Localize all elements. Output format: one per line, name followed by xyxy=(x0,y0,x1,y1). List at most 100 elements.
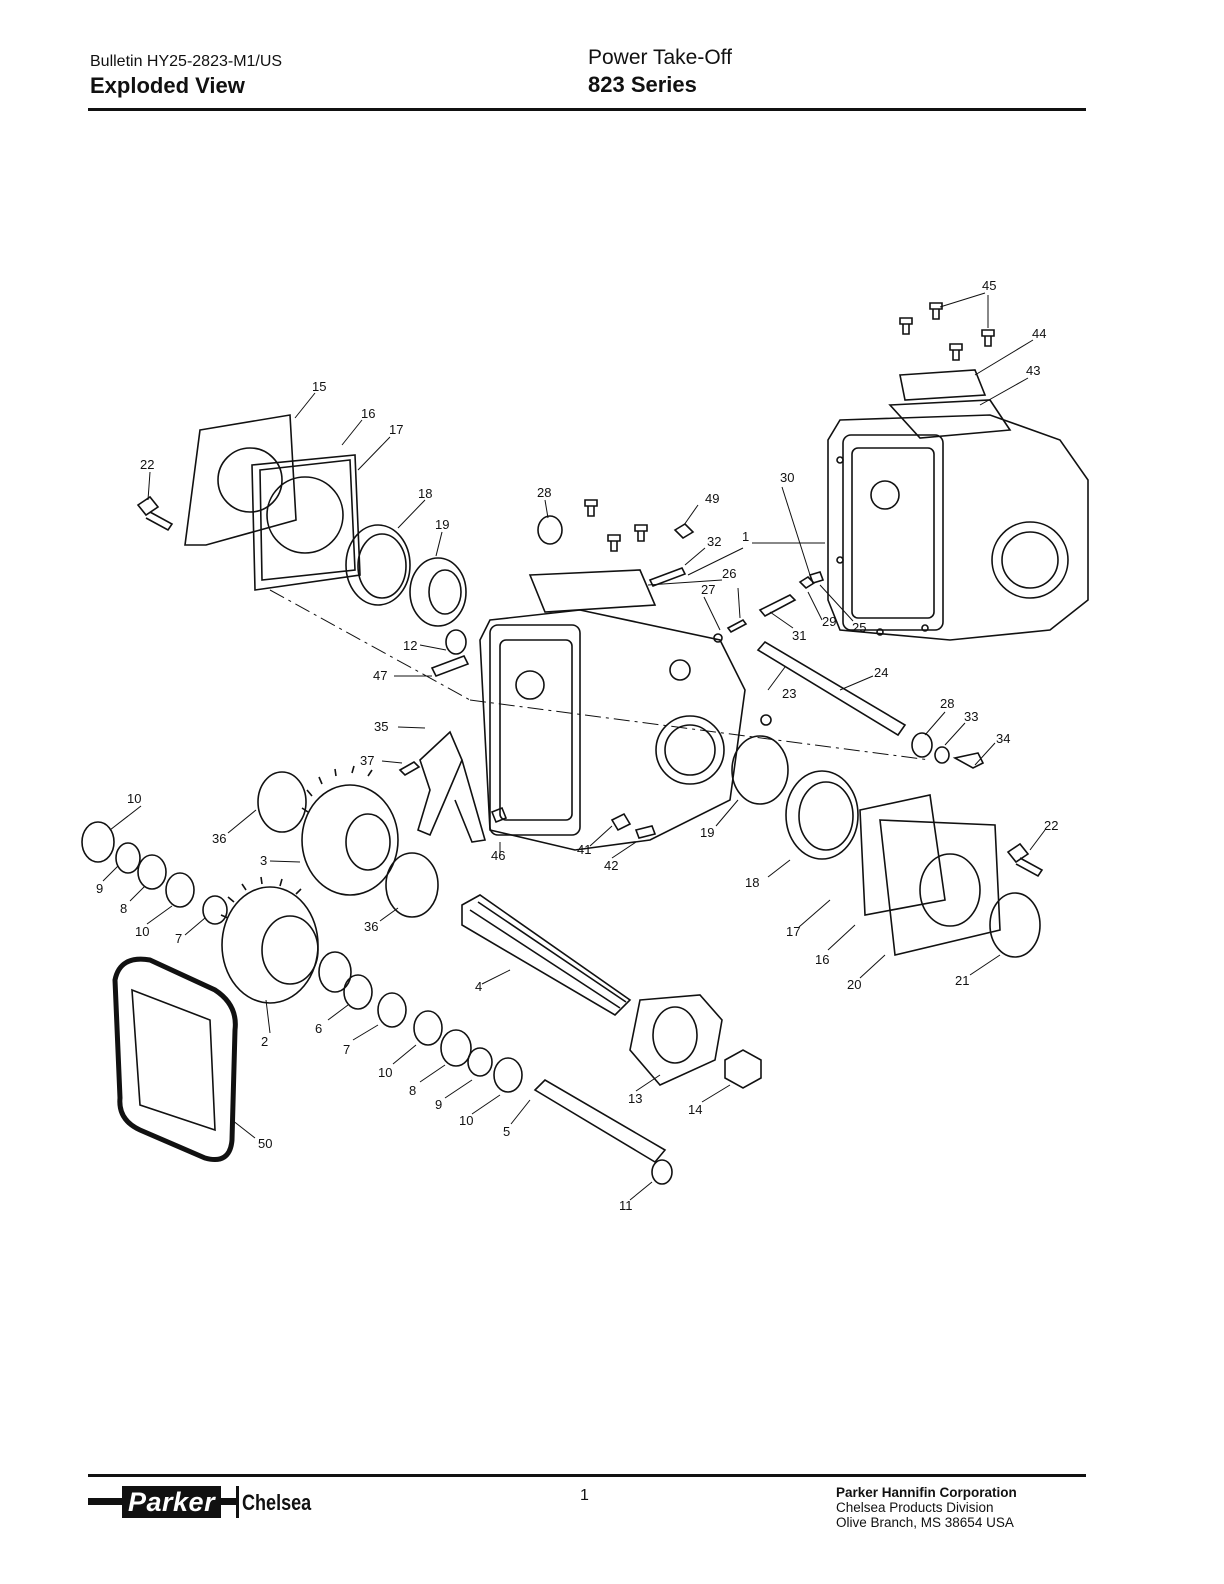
callout-29: 29 xyxy=(822,614,836,629)
callout-31: 31 xyxy=(792,628,806,643)
callout-36a: 36 xyxy=(212,831,226,846)
callout-17a: 17 xyxy=(389,422,403,437)
callout-16b: 16 xyxy=(815,952,829,967)
callout-24: 24 xyxy=(874,665,888,680)
callout-17b: 17 xyxy=(786,924,800,939)
callout-1: 1 xyxy=(742,529,749,544)
cover-20 xyxy=(879,819,1001,956)
callout-14: 14 xyxy=(688,1102,702,1117)
callout-12: 12 xyxy=(403,638,417,653)
callout-44: 44 xyxy=(1032,326,1046,341)
upper-washers-bearings xyxy=(81,821,228,925)
gear-3 xyxy=(257,765,399,896)
callout-9a: 9 xyxy=(96,881,103,896)
callout-19a: 19 xyxy=(435,517,449,532)
callout-10c: 10 xyxy=(378,1065,392,1080)
callout-18b: 18 xyxy=(745,875,759,890)
header-left: Bulletin HY25-2823-M1/US Exploded View xyxy=(90,52,282,100)
callout-8b: 8 xyxy=(409,1083,416,1098)
header-rule xyxy=(88,108,1086,111)
needle-bearing-36-lower xyxy=(385,852,439,918)
callout-47: 47 xyxy=(373,668,387,683)
bearing-19-bottom xyxy=(731,735,789,805)
pin-31 xyxy=(758,594,797,618)
callout-46: 46 xyxy=(491,848,505,863)
callout-26: 26 xyxy=(722,566,736,581)
callout-27: 27 xyxy=(701,582,715,597)
shift-shaft-24 xyxy=(713,571,985,769)
footer-rule xyxy=(88,1474,1086,1477)
callout-22b: 22 xyxy=(1044,818,1058,833)
bolts-45 xyxy=(899,302,995,361)
logo-division: Chelsea xyxy=(242,1490,312,1515)
bolt-22-right xyxy=(1006,842,1044,878)
bolt-22-left xyxy=(136,495,174,532)
gear-2 xyxy=(220,876,352,1004)
callout-6: 6 xyxy=(315,1021,322,1036)
callout-labels: 45 44 43 15 16 17 22 18 19 28 49 32 1 30… xyxy=(96,278,1058,1213)
callout-32: 32 xyxy=(707,534,721,549)
spring-26 xyxy=(726,618,748,634)
corp-name: Parker Hannifin Corporation xyxy=(836,1485,1017,1500)
series-name: 823 Series xyxy=(588,72,697,97)
shift-fork xyxy=(417,730,487,843)
callout-15: 15 xyxy=(312,379,326,394)
callout-10a: 10 xyxy=(127,791,141,806)
lower-washers-bearings xyxy=(343,974,523,1093)
gasket-50 xyxy=(112,956,238,1162)
callout-9b: 9 xyxy=(435,1097,442,1112)
shaft-4 xyxy=(461,894,632,1017)
callout-25: 25 xyxy=(852,620,866,635)
corp-division: Chelsea Products Division xyxy=(836,1500,994,1515)
callout-42: 42 xyxy=(604,858,618,873)
callout-34: 34 xyxy=(996,731,1010,746)
header-right: Power Take-Off 823 Series xyxy=(588,45,732,99)
callout-18a: 18 xyxy=(418,486,432,501)
idler-shaft-5 xyxy=(533,1078,673,1185)
snap-ring-11 xyxy=(651,1159,673,1185)
callout-16a: 16 xyxy=(361,406,375,421)
seal-21 xyxy=(989,892,1041,958)
logo-brand: Parker xyxy=(122,1486,222,1518)
needle-bearing-36-top xyxy=(257,771,307,833)
bulletin-number: Bulletin HY25-2823-M1/US xyxy=(90,53,283,70)
callout-21: 21 xyxy=(955,973,969,988)
callout-36b: 36 xyxy=(364,919,378,934)
callout-50: 50 xyxy=(258,1136,272,1151)
callout-5: 5 xyxy=(503,1124,510,1139)
callout-30: 30 xyxy=(780,470,794,485)
page-number: 1 xyxy=(580,1487,589,1504)
center-line xyxy=(269,589,931,761)
corporate-address: Parker Hannifin Corporation Chelsea Prod… xyxy=(836,1485,1017,1530)
callout-35: 35 xyxy=(374,719,388,734)
callout-41: 41 xyxy=(577,842,591,857)
callout-23: 23 xyxy=(782,686,796,701)
callout-11: 11 xyxy=(619,1198,633,1213)
rear-housing xyxy=(827,369,1089,641)
companion-flange-13 xyxy=(629,994,723,1086)
callout-22a: 22 xyxy=(140,457,154,472)
cover-plate xyxy=(899,369,987,401)
callout-49: 49 xyxy=(705,491,719,506)
bearing-cup-18-bottom xyxy=(785,770,859,860)
nut-14 xyxy=(724,1049,762,1089)
leader-lines xyxy=(102,292,1046,1201)
front-flange-plates xyxy=(184,414,361,591)
callout-13: 13 xyxy=(628,1091,642,1106)
small-fasteners xyxy=(398,499,695,839)
callout-20: 20 xyxy=(847,977,861,992)
bearing-18-19-top xyxy=(345,524,467,627)
callout-8a: 8 xyxy=(120,901,127,916)
callout-2: 2 xyxy=(261,1034,268,1049)
callout-37: 37 xyxy=(360,753,374,768)
callout-45: 45 xyxy=(982,278,996,293)
callout-19b: 19 xyxy=(700,825,714,840)
main-housing xyxy=(479,569,746,851)
product-name: Power Take-Off xyxy=(588,46,732,69)
callout-4: 4 xyxy=(475,979,482,994)
callout-3: 3 xyxy=(260,853,267,868)
right-side-components xyxy=(731,735,1044,958)
callout-10b: 10 xyxy=(135,924,149,939)
section-title: Exploded View xyxy=(90,73,245,98)
